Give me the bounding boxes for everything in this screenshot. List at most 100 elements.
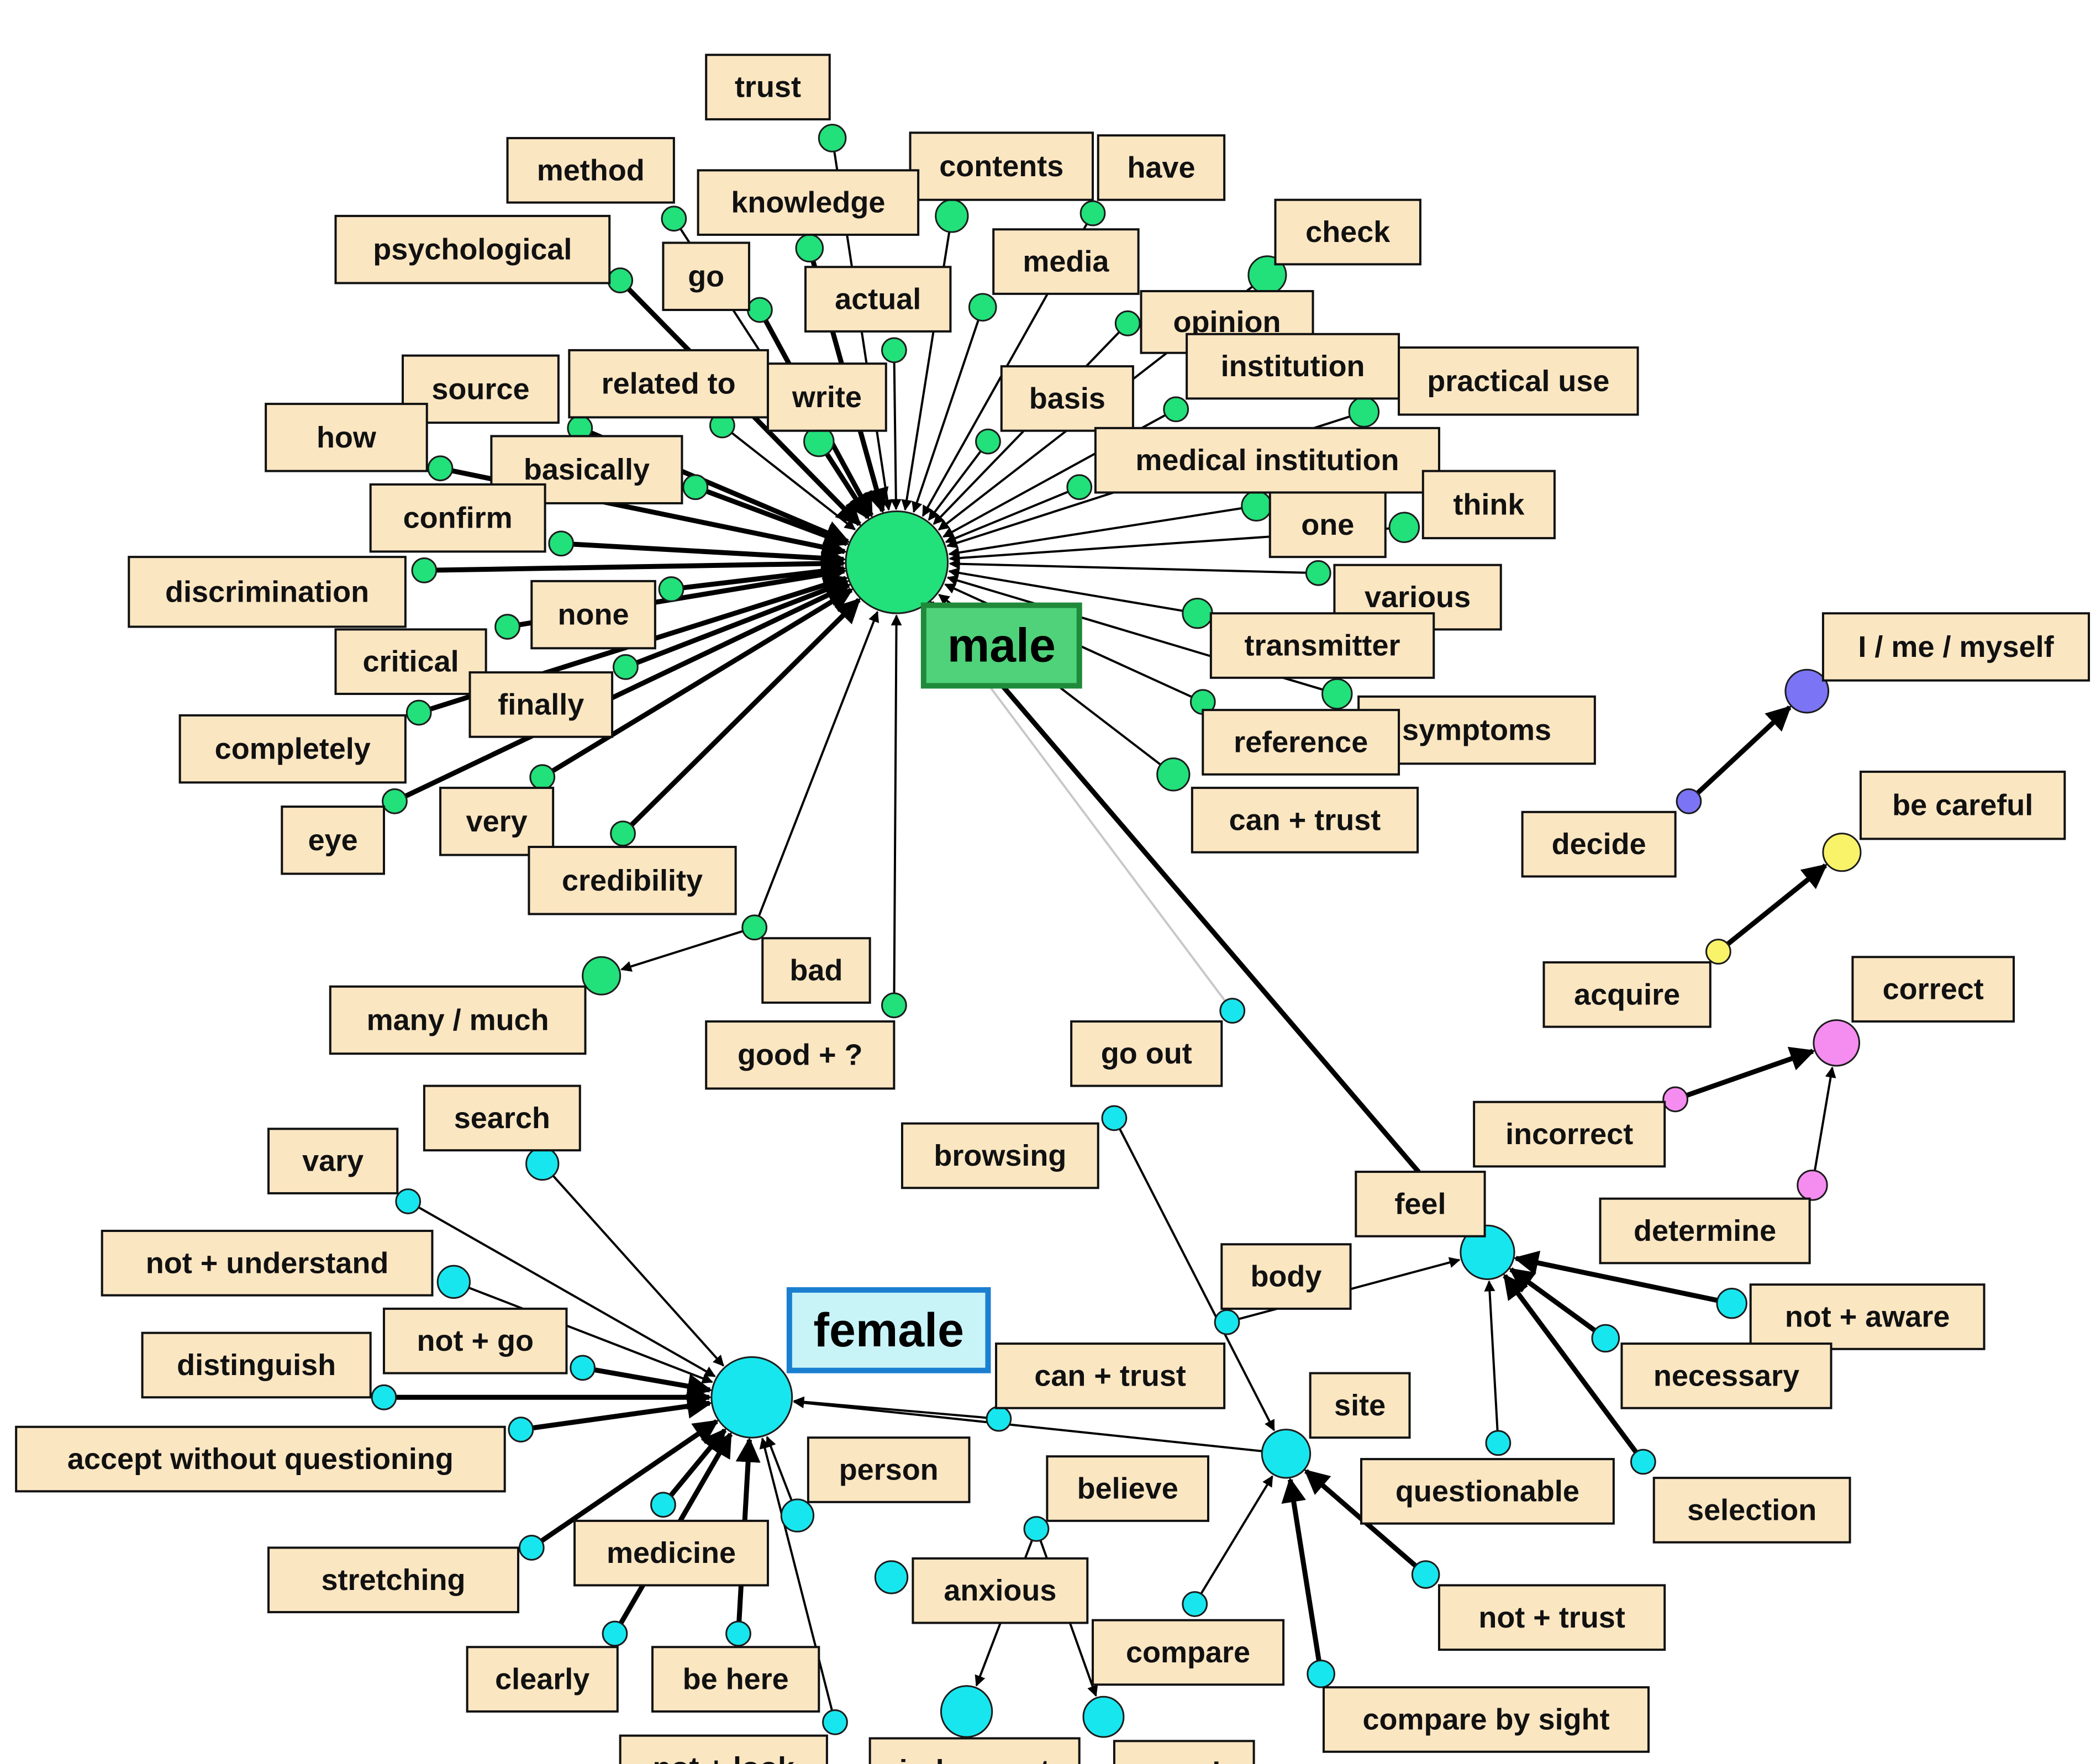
label-box [466,1646,619,1713]
label-text: incorrect [1505,1118,1633,1151]
word-label-correct: correct [1851,956,2015,1023]
label-text: selection [1687,1493,1816,1526]
node-dot-not_understand [436,1265,471,1299]
label-box [1186,333,1400,400]
edge-stretching-to-female [530,1419,719,1550]
label-box [1473,1100,1666,1168]
label-box [1421,470,1556,540]
node-dot-one [1241,490,1272,522]
label-box [992,228,1140,295]
node-dot-very [529,764,556,791]
label-text: not + trust [1478,1601,1625,1634]
word-label-distinguish: distinguish [141,1331,372,1399]
word-label-contents: contents [909,131,1094,201]
label-text: contents [939,150,1063,183]
edge-bad-to-male [753,610,880,928]
label-text: acquire [1574,978,1680,1011]
node-dot-opinion [1114,310,1141,336]
node-dot-clearly [602,1620,628,1647]
label-text: method [537,154,645,187]
label-text: various [1365,581,1471,614]
word-label-anxious: anxious [912,1557,1089,1624]
label-text: confirm [403,502,513,535]
edge-search-to-female [541,1163,724,1367]
label-box [1309,1372,1411,1439]
edge-very-to-male [541,587,854,780]
label-text: discrimination [165,575,369,608]
label-box [662,241,750,311]
node-dot-can_trust_m [1156,757,1191,792]
node-dot-bad [741,914,768,941]
node-dot-feel [1460,1224,1515,1280]
word-label-finally: finally [468,671,614,738]
label-box [530,580,656,650]
label-box [1092,1619,1285,1686]
node-dot-compare [1182,1591,1208,1617]
label-text: related to [602,367,736,401]
node-dot-search [525,1146,560,1181]
label-box [128,556,407,628]
label-box [1542,961,1711,1028]
word-label-not_aware: not + aware [1749,1283,1986,1350]
word-label-questionable: questionable [1360,1458,1615,1525]
edge-vary-to-female [407,1200,716,1377]
label-box [15,1425,506,1493]
label-text: basically [524,453,650,486]
word-label-basis: basis [1000,365,1134,432]
label-box [1851,956,2015,1023]
node-dot-be_careful [1822,833,1862,872]
node-dot-judgement [940,1685,993,1738]
node-dot-finally [613,654,639,680]
word-label-go_out: go out [1070,1020,1223,1087]
node-dot-site [1261,1429,1312,1479]
word-label-selection: selection [1652,1477,1851,1544]
label-box [995,1342,1226,1409]
label-text: psychological [373,233,572,266]
label-box [1070,1020,1223,1087]
label-text: vary [302,1145,364,1178]
label-text: go [688,260,724,293]
label-text: compare [1126,1636,1250,1669]
label-text: female [813,1304,964,1357]
label-text: institution [1221,350,1365,383]
label-box [568,349,769,419]
node-dot-decide [1676,788,1702,814]
label-box [1355,1171,1486,1238]
node-dot-none [658,576,684,602]
label-text: believe [1077,1472,1178,1505]
label-box [402,354,560,424]
label-box [267,1128,399,1194]
node-dot-be_here [725,1620,751,1647]
label-box [705,54,831,120]
label-text: not + understand [146,1246,389,1279]
word-label-decide: decide [1521,810,1677,878]
node-dot-how [427,455,454,482]
edge-basically-to-male [694,485,850,548]
word-label-medical_institution: medical institution [1094,426,1440,494]
label-text: practical use [1427,365,1609,398]
label-text: trust [735,71,801,104]
node-dot-compare_by_sight [1307,1660,1335,1688]
label-text: many / much [367,1003,549,1036]
label-box [1521,810,1677,878]
edge-actual-to-male [890,350,902,510]
node-dot-many_much [582,956,622,996]
word-label-compare: compare [1092,1619,1285,1686]
word-label-actual: actual [804,266,952,333]
word-label-not_look: not + look [619,1734,828,1764]
node-dot-medicine [650,1492,676,1518]
node-dot-credibility [610,820,636,847]
label-text: can + trust [1229,803,1381,836]
edge-one-to-male [948,504,1257,559]
node-dot-incorrect [1662,1086,1689,1113]
node-dot-critical [494,614,520,640]
label-box [1097,134,1226,201]
label-box [1437,1584,1666,1651]
label-text: feel [1394,1187,1446,1220]
node-dot-discrimination [411,557,438,583]
label-box [920,602,1082,689]
label-text: I / me / myself [1858,630,2054,664]
label-text: be careful [1892,789,2033,822]
word-label-accept: accept without questioning [15,1425,506,1493]
